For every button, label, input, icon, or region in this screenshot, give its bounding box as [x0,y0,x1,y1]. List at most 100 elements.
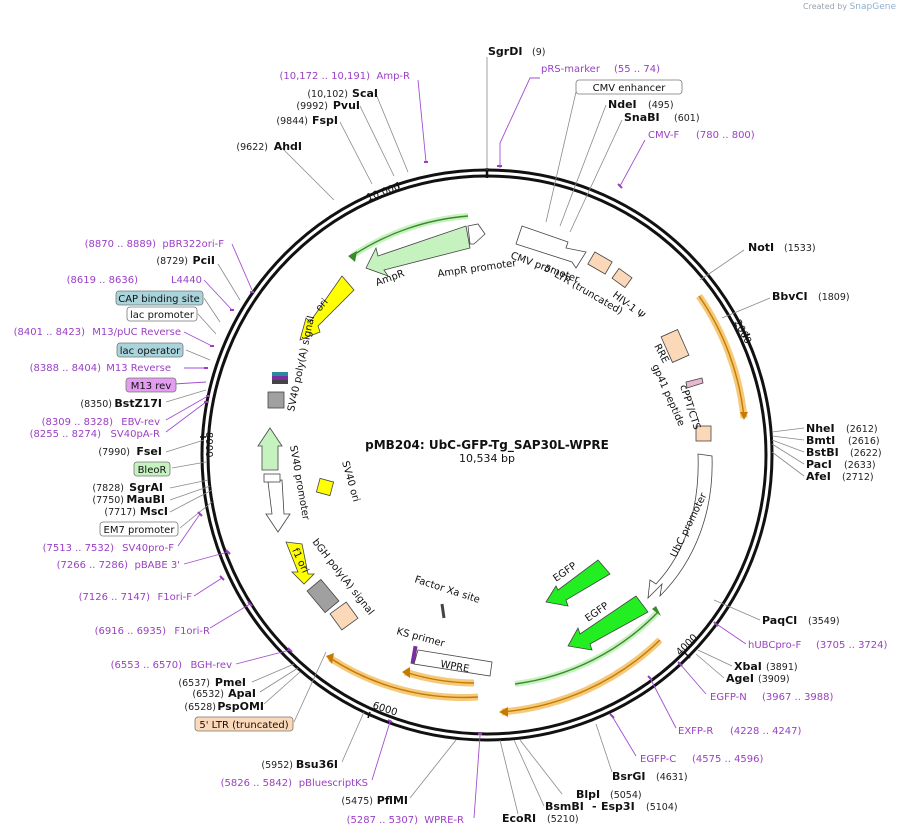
leader-hubcpro-f [717,624,747,645]
leader-msci [169,489,213,513]
enzyme-pcii[interactable]: PciI [193,254,215,267]
primer-wpre-r[interactable]: WPRE-R [424,815,464,826]
primer-sv40pro-f[interactable]: SV40pro-F [122,543,174,554]
ampr-arrow [365,225,471,277]
enzyme-agei[interactable]: AgeI [726,672,754,685]
bgh-grey-box [306,578,340,614]
primer-pbabe3[interactable]: pBABE 3' [134,560,180,571]
primer-f1ori-f[interactable]: F1ori-F [158,592,193,603]
primer-cmv-f-loc: (780 .. 800) [696,130,755,141]
enzyme-blpi[interactable]: BlpI [576,788,600,801]
enzyme-ndei[interactable]: NdeI [608,98,637,111]
egfp-band-line [514,611,659,685]
enzyme-msci[interactable]: MscI [140,505,168,518]
enzyme-sgrdi[interactable]: SgrDI [488,45,522,58]
lac-promoter-box[interactable] [126,306,198,322]
leader-egfp-n [679,663,707,695]
bleor-box[interactable] [133,461,171,477]
leader-ecori [499,739,519,815]
enzyme-bsu36i[interactable]: Bsu36I [296,758,338,771]
enzyme-paci[interactable]: PacI [806,458,832,471]
enzyme-bstbi[interactable]: BstBI [806,446,839,459]
primer-l4440[interactable]: L4440 [171,275,202,286]
enzyme-noti[interactable]: NotI [748,241,774,254]
primer-cmv-f[interactable]: CMV-F [648,130,679,141]
primer-egfp-c[interactable]: EGFP-C [640,754,676,765]
primer-amp-r[interactable]: Amp-R [377,71,411,82]
sv40-promoter-arrow [265,479,291,533]
enzyme-fspi[interactable]: FspI [312,114,338,127]
primer-pbluescriptks[interactable]: pBluescriptKS [299,778,368,789]
enzyme-pspompi[interactable]: PspOMI [217,700,264,713]
enzyme-bmti[interactable]: BmtI [806,434,835,447]
primer-egfp-n[interactable]: EGFP-N [710,692,747,703]
cap-binding-site-box[interactable] [115,290,204,306]
enzyme-nhei[interactable]: NheI [806,422,835,435]
cmv-promoter-arrow [515,225,587,269]
enzyme-afei[interactable]: AfeI [806,470,831,483]
leader-5ltr-boxed [293,651,327,723]
snapgene-credit: Created by SnapGene [803,2,896,12]
primer-exfp-r[interactable]: EXFP-R [678,726,713,737]
primer-ebv-rev[interactable]: EBV-rev [121,417,160,428]
enzyme-bsrgi[interactable]: BsrGI [612,770,645,783]
primer-mark-cmv-f [617,183,623,189]
em7-promoter-box[interactable] [99,521,179,537]
label-factor-xa: Factor Xa site [413,574,481,605]
enzyme-ahdi[interactable]: AhdI [274,140,302,153]
primer-mark-pbluescriptks [387,719,393,723]
enzyme-sgrai[interactable]: SgrAI [129,481,163,494]
primer-prs-marker[interactable]: pRS-marker [541,64,601,75]
enzyme-pmei[interactable]: PmeI [215,676,246,689]
enzyme-snabi[interactable]: SnaBI [624,111,660,124]
leader-cmv-f [619,139,646,187]
enzyme-agei-pos: (3909) [758,674,790,685]
leader-egfp-c [611,715,637,757]
ltr-5-truncated-boxed[interactable] [194,716,294,732]
cmv-enhancer-label: CMV enhancer [593,83,667,94]
leader-bstbi [771,439,805,453]
enzyme-apai[interactable]: ApaI [228,687,256,700]
leader-amp-r [417,79,427,163]
feature-arrows [257,223,713,677]
enzyme-ecori[interactable]: EcoRI [502,812,536,825]
enzyme-paqci[interactable]: PaqCI [762,614,797,627]
primer-mark-egfp-n [677,661,683,667]
primer-hubcpro-f[interactable]: hUBCpro-F [748,640,801,651]
sv40-ori-box [315,477,335,497]
enzyme-sgrai-pos: (7828) [92,483,124,494]
leader-pbluescriptks [371,721,391,781]
leader-nhei [771,427,805,433]
primer-f1ori-r[interactable]: F1ori-R [174,626,210,637]
enzyme-bsmbi[interactable]: BsmBI [545,800,584,813]
primer-m13-reverse[interactable]: M13 Reverse [106,363,171,374]
primer-m13puc-reverse[interactable]: M13/pUC Reverse [92,327,181,338]
boxed-labels: CMV enhancer CAP binding site lac promot… [99,79,683,732]
enzyme-labels-left: (5475) PflMI (5952) Bsu36I (6528) PspOMI… [80,87,408,807]
enzyme-scai[interactable]: ScaI [352,87,378,100]
enzyme-pflmi[interactable]: PflMI [377,794,408,807]
primer-mark-egfp-c [609,713,615,719]
lac-operator-box[interactable] [116,342,184,358]
enzyme-maubi[interactable]: MauBI [126,493,165,506]
leader-f1ori-r [209,603,251,629]
enzyme-esp3i[interactable]: Esp3I [601,800,635,813]
enzyme-fsei[interactable]: FseI [136,445,162,458]
primer-bgh-rev[interactable]: BGH-rev [190,660,232,671]
enzyme-pvui[interactable]: PvuI [333,99,360,112]
leader-sv40pro-f [177,513,201,547]
m13-rev-box[interactable] [125,377,177,393]
leader-afei [771,451,805,477]
primer-sv40pa-r[interactable]: SV40pA-R [111,429,160,440]
primer-pbabe3-loc: (7266 .. 7286) [57,560,129,571]
enzyme-bbvci[interactable]: BbvCI [772,290,808,303]
m13-rev-label: M13 rev [131,381,172,392]
leader-m13puc-reverse [183,331,213,347]
enzyme-bstz17i[interactable]: BstZ17I [114,397,162,410]
primer-labels: pRS-marker (55 .. 74) CMV-F (780 .. 800)… [541,64,888,765]
enzyme-xbai[interactable]: XbaI [734,660,762,673]
cmv-enhancer-box[interactable] [575,79,683,95]
primer-pbr322ori-f[interactable]: pBR322ori-F [162,239,224,250]
enzyme-apai-pos: (6532) [192,689,224,700]
leader-ebv-rev [165,395,209,421]
